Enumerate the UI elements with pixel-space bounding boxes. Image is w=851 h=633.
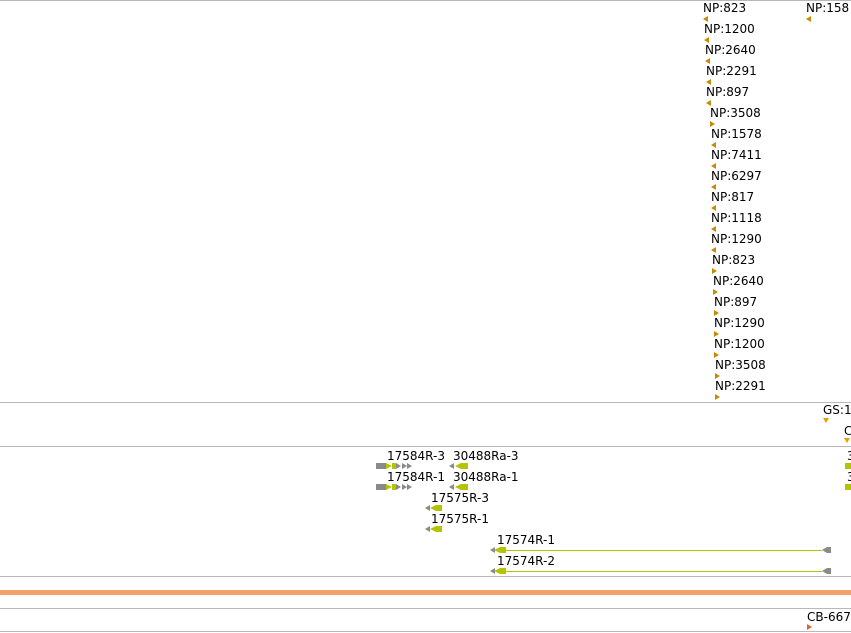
np-feature-label[interactable]: NP:1118 xyxy=(711,211,762,225)
np-track-divider xyxy=(0,402,851,403)
gene-model-17574R-2[interactable] xyxy=(490,568,832,574)
gs-feature-marker[interactable] xyxy=(823,418,829,423)
np-feature-label[interactable]: NP:823 xyxy=(712,253,756,267)
bottom-divider xyxy=(0,631,851,632)
np-feature-marker[interactable] xyxy=(713,289,718,295)
cb-feature-marker[interactable] xyxy=(807,624,812,630)
gene-model-edge-b[interactable] xyxy=(845,484,851,490)
gene-model-edge-a[interactable] xyxy=(845,463,851,469)
gene-model-17584R-1[interactable] xyxy=(376,484,416,490)
np-feature-label-right[interactable]: NP:158 xyxy=(806,1,850,15)
gene-model-17584R-3[interactable] xyxy=(376,463,416,469)
np-feature-marker[interactable] xyxy=(714,310,719,316)
np-feature-marker[interactable] xyxy=(715,394,720,400)
np-feature-marker[interactable] xyxy=(705,58,710,64)
np-feature-marker[interactable] xyxy=(714,352,719,358)
gene-label-17574R-1[interactable]: 17574R-1 xyxy=(497,533,555,547)
np-feature-label[interactable]: NP:2640 xyxy=(713,274,764,288)
gene-model-30488Ra-1[interactable] xyxy=(449,484,471,490)
np-feature-label[interactable]: NP:3508 xyxy=(710,106,761,120)
gene-model-17575R-3[interactable] xyxy=(425,505,445,511)
band-divider xyxy=(0,608,851,609)
np-feature-marker[interactable] xyxy=(703,16,708,22)
np-feature-marker[interactable] xyxy=(710,121,715,127)
gene-label-17575R-3[interactable]: 17575R-3 xyxy=(431,491,489,505)
np-feature-label[interactable]: NP:7411 xyxy=(711,148,762,162)
gene-track-divider xyxy=(0,576,851,577)
gene-label-30488Ra-3[interactable]: 30488Ra-3 xyxy=(453,449,519,463)
np-feature-label[interactable]: NP:1290 xyxy=(714,316,765,330)
np-feature-label[interactable]: NP:6297 xyxy=(711,169,762,183)
np-feature-label[interactable]: NP:823 xyxy=(703,1,747,15)
np-feature-label[interactable]: NP:817 xyxy=(711,190,755,204)
np-feature-marker[interactable] xyxy=(711,142,716,148)
gene-model-17574R-1[interactable] xyxy=(490,547,832,553)
np-feature-label[interactable]: NP:3508 xyxy=(715,358,766,372)
np-feature-marker[interactable] xyxy=(712,268,717,274)
np-feature-marker[interactable] xyxy=(711,205,716,211)
np-feature-marker[interactable] xyxy=(711,247,716,253)
np-feature-label[interactable]: NP:1290 xyxy=(711,232,762,246)
gene-label-30488Ra-1[interactable]: 30488Ra-1 xyxy=(453,470,519,484)
gene-label-17575R-1[interactable]: 17575R-1 xyxy=(431,512,489,526)
np-feature-marker[interactable] xyxy=(704,37,709,43)
gs-track-divider xyxy=(0,446,851,447)
np-feature-marker[interactable] xyxy=(711,184,716,190)
gene-model-17575R-1[interactable] xyxy=(425,526,445,532)
np-feature-marker-right[interactable] xyxy=(806,16,811,22)
np-feature-marker[interactable] xyxy=(706,79,711,85)
np-feature-label[interactable]: NP:1578 xyxy=(711,127,762,141)
cb-feature-label[interactable]: CB-667 xyxy=(807,610,851,624)
np-feature-label[interactable]: NP:897 xyxy=(706,85,750,99)
gene-label-edge-3b[interactable]: 3 xyxy=(847,470,851,484)
gene-model-30488Ra-3[interactable] xyxy=(449,463,471,469)
np-feature-label[interactable]: NP:2291 xyxy=(715,379,766,393)
gs-feature-marker-2[interactable] xyxy=(844,438,850,443)
gs-feature-label-2[interactable]: C xyxy=(844,424,851,438)
np-feature-label[interactable]: NP:2291 xyxy=(706,64,757,78)
np-feature-marker[interactable] xyxy=(711,163,716,169)
np-feature-label[interactable]: NP:2640 xyxy=(705,43,756,57)
np-feature-marker[interactable] xyxy=(706,100,711,106)
np-feature-marker[interactable] xyxy=(711,226,716,232)
top-divider xyxy=(0,0,851,1)
np-feature-label[interactable]: NP:1200 xyxy=(714,337,765,351)
gs-feature-label[interactable]: GS:1 xyxy=(823,403,851,417)
gene-label-edge-3a[interactable]: 3 xyxy=(847,449,851,463)
gene-label-17574R-2[interactable]: 17574R-2 xyxy=(497,554,555,568)
np-feature-marker[interactable] xyxy=(715,373,720,379)
gene-label-17584R-1[interactable]: 17584R-1 xyxy=(387,470,445,484)
np-feature-label[interactable]: NP:1200 xyxy=(704,22,755,36)
gene-label-17584R-3[interactable]: 17584R-3 xyxy=(387,449,445,463)
np-feature-marker[interactable] xyxy=(714,331,719,337)
np-feature-label[interactable]: NP:897 xyxy=(714,295,758,309)
sequence-band[interactable] xyxy=(0,590,851,595)
